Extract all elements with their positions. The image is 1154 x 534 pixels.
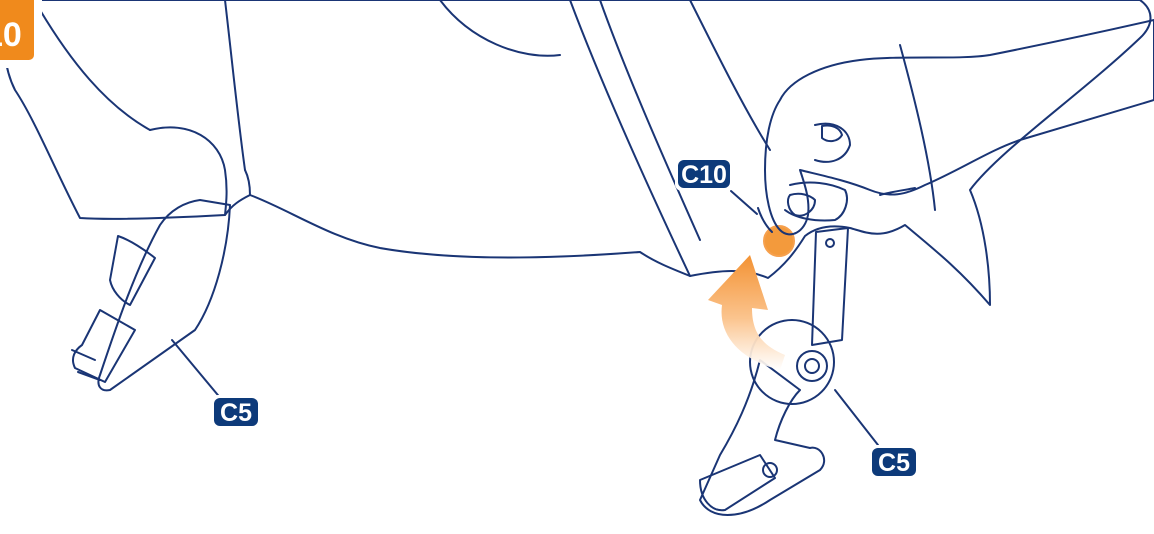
callout-c5-left-text: C5 (220, 399, 252, 427)
callout-c5-left: C5 (211, 395, 261, 429)
callout-c10-text: C10 (681, 161, 727, 189)
callout-c5-right-text: C5 (878, 449, 910, 477)
snap-button (758, 208, 794, 256)
step-number: 10 (0, 16, 22, 54)
seat-cover-fabric (5, 0, 1151, 305)
hand (765, 20, 1154, 234)
step-number-badge: 10 (0, 0, 42, 68)
left-bracket (72, 200, 230, 400)
callout-c10: C10 (675, 157, 757, 214)
callout-c5-right: C5 (869, 445, 919, 479)
